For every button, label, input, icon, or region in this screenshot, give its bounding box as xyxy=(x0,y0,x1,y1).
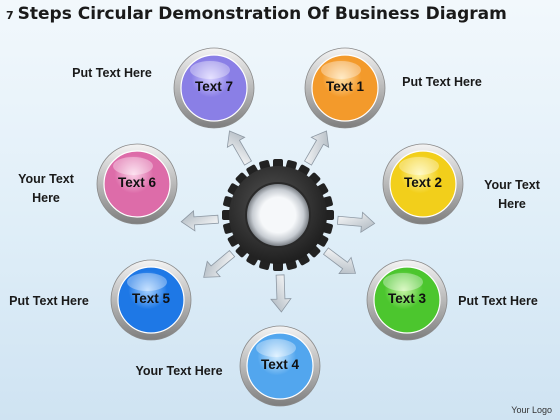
step-label-7: Text 7 xyxy=(194,79,233,94)
step-label-5: Text 5 xyxy=(131,291,170,306)
step-node-1 xyxy=(304,47,386,129)
gear-icon xyxy=(222,159,334,271)
arrow-7 xyxy=(226,130,253,166)
step-label-1: Text 1 xyxy=(325,79,364,94)
arrow-2 xyxy=(336,211,376,234)
step-label-3: Text 3 xyxy=(387,291,426,306)
arrow-4 xyxy=(270,274,292,313)
step-label-2: Text 2 xyxy=(403,175,442,190)
step-node-2 xyxy=(382,143,464,225)
step-caption-4: Your Text Here xyxy=(135,364,223,378)
step-label-6: Text 6 xyxy=(117,175,156,190)
step-caption-3: Put Text Here xyxy=(458,294,538,308)
arrow-5 xyxy=(203,249,236,278)
arrow-3 xyxy=(322,247,356,274)
step-caption-1: Put Text Here xyxy=(402,75,482,89)
step-label-4: Text 4 xyxy=(260,357,299,372)
step-node-7 xyxy=(173,47,255,129)
logo-text: Your Logo xyxy=(511,405,552,415)
title-text: Steps Circular Demonstration Of Business… xyxy=(17,4,507,24)
step-caption-7: Put Text Here xyxy=(72,66,152,80)
arrow-1 xyxy=(303,130,330,166)
arrow-6 xyxy=(180,210,219,232)
step-node-5 xyxy=(110,259,192,341)
arrows-group xyxy=(180,130,376,313)
step-node-6 xyxy=(96,143,178,225)
step-node-3 xyxy=(366,259,448,341)
title-number: 7 xyxy=(6,9,14,22)
step-caption-5: Put Text Here xyxy=(9,294,89,308)
step-node-4 xyxy=(239,325,321,407)
step-caption-2: Your Text Here xyxy=(484,178,540,211)
step-caption-6: Your Text Here xyxy=(18,172,74,205)
